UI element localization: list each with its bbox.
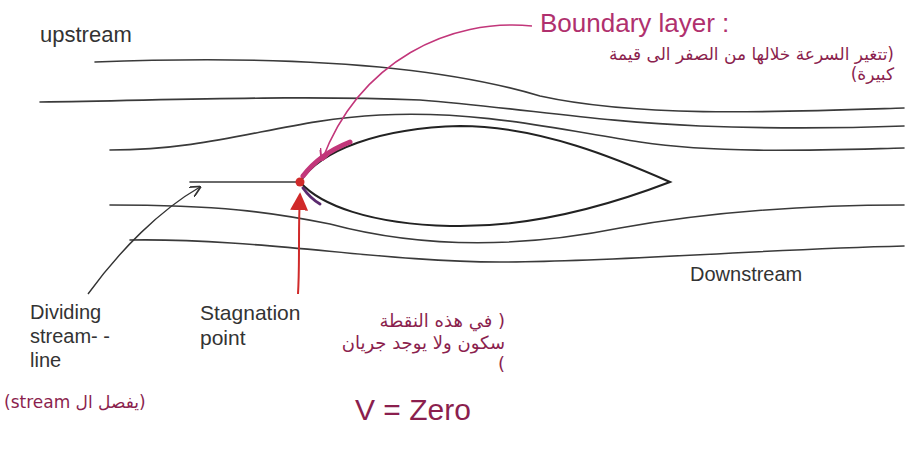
arabic-note: (تتغير السرعة خلالها من الصفر الى قيمة ك… — [594, 44, 894, 85]
dividing-streamline — [190, 181, 296, 183]
arabic-note: (يفصل ال stream) — [4, 392, 146, 412]
boundary-layer-mark — [303, 188, 320, 204]
streamline — [110, 114, 904, 150]
leader-line — [88, 187, 200, 294]
region-label: upstream — [40, 22, 132, 48]
arabic-note: ( في هذه النقطة سكون ولا يوجد جريان ) — [335, 310, 505, 375]
annotation-label: Stagnation point — [200, 300, 315, 350]
leader-line — [322, 25, 532, 160]
stagnation-dot — [296, 178, 305, 187]
body-outline — [300, 126, 670, 226]
streamline — [95, 60, 904, 112]
formula-label: V = Zero — [355, 392, 471, 428]
annotation-label: Dividing stream- -line — [30, 300, 120, 372]
region-label: Downstream — [690, 262, 802, 286]
leader-line — [298, 194, 300, 294]
streamline — [130, 240, 904, 262]
streamline — [40, 98, 904, 128]
annotation-title: Boundary layer : — [540, 8, 729, 39]
